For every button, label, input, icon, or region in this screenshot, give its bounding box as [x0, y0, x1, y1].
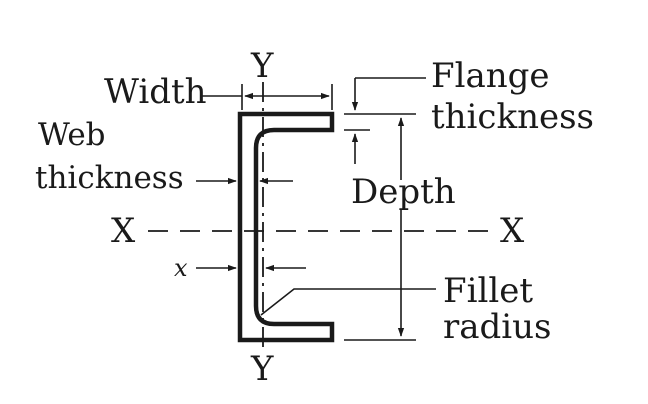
flange-label-line2: thickness: [431, 97, 594, 137]
fillet-radius-leader: [260, 288, 436, 316]
x-axis-label-right: X: [500, 211, 525, 251]
x-axis-label-left: X: [111, 211, 136, 251]
fillet-radius-label: Fillet radius: [443, 271, 552, 347]
web-label-line2: thickness: [35, 160, 184, 196]
web-thickness-label: Web thickness: [35, 117, 184, 196]
y-axis-label-bottom: Y: [250, 349, 274, 389]
web-label-line1: Web: [38, 117, 106, 153]
width-label: Width: [104, 72, 207, 112]
depth-label: Depth: [351, 172, 456, 212]
y-axis-label-top: Y: [250, 46, 274, 86]
fillet-label-line2: radius: [443, 307, 552, 347]
centroid-x-label: x: [174, 254, 188, 282]
channel-section-outline: [237, 111, 335, 343]
flange-label-line1: Flange: [431, 56, 550, 96]
fillet-label-line1: Fillet: [443, 271, 533, 311]
flange-thickness-label: Flange thickness: [431, 56, 594, 137]
